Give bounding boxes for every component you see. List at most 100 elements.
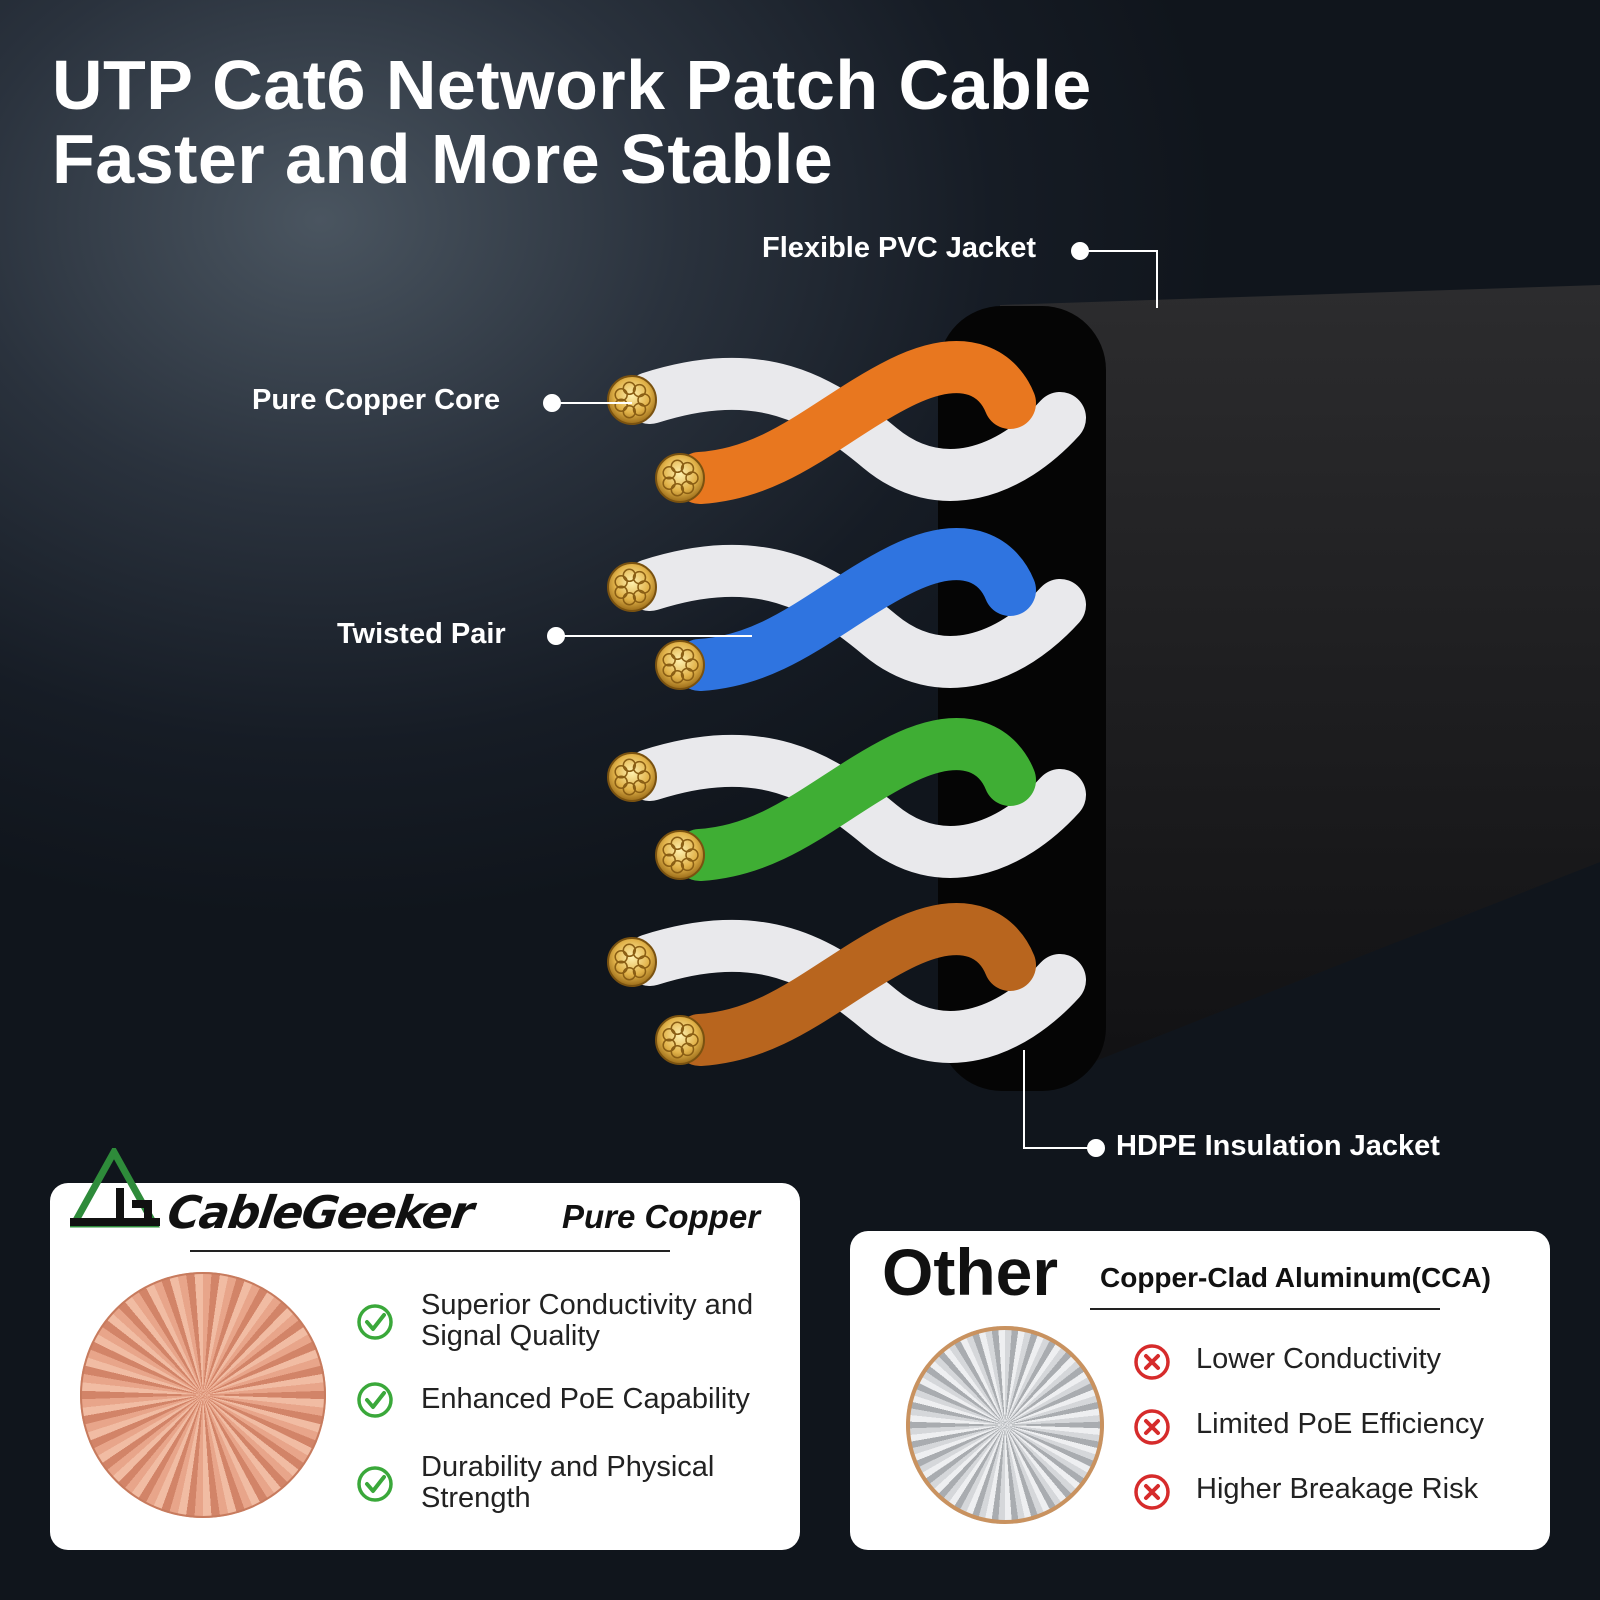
- copper-core: [655, 830, 705, 880]
- white-wire: [624, 544, 1086, 688]
- copper-feature-1-line1: Superior Conductivity and: [421, 1289, 754, 1321]
- copper-strand: [680, 667, 695, 682]
- copper-strand: [632, 760, 647, 775]
- copper-strand: [670, 646, 685, 661]
- check-circle-icon: [355, 1302, 395, 1347]
- copper-strand: [680, 1023, 695, 1038]
- cca-feature-1: Lower Conductivity: [1196, 1343, 1441, 1375]
- copper-strand: [614, 950, 628, 964]
- white-wire: [624, 357, 1086, 501]
- check-circle-icon: [355, 1380, 395, 1425]
- copper-core: [655, 640, 705, 690]
- copper-strand: [680, 648, 695, 663]
- copper-core: [655, 1015, 705, 1065]
- copper-strand: [680, 1042, 695, 1057]
- x-circle-icon: [1132, 1407, 1172, 1452]
- pure-copper-subtitle: Pure Copper: [562, 1198, 761, 1235]
- copper-strand: [622, 781, 637, 796]
- colored-wire: [674, 341, 1036, 504]
- copper-feature-3-line2: Strength: [421, 1482, 531, 1514]
- copper-strand: [632, 964, 647, 979]
- cca-underline: [1090, 1308, 1440, 1310]
- copper-strand: [622, 591, 637, 606]
- twisted-pair-3: [607, 718, 1086, 881]
- copper-strand: [670, 1044, 685, 1059]
- jacket-end-face: [938, 306, 1106, 1091]
- copper-strand: [614, 388, 628, 402]
- copper-strand: [680, 461, 695, 476]
- cca-disc: [906, 1326, 1104, 1524]
- copper-strand: [632, 779, 647, 794]
- pvc-jacket: [1000, 285, 1600, 1085]
- copper-strand: [632, 383, 647, 398]
- copper-core: [607, 752, 657, 802]
- copper-strand: [662, 843, 676, 857]
- cca-feature-2: Limited PoE Efficiency: [1196, 1408, 1484, 1440]
- x-circle-icon: [1132, 1342, 1172, 1387]
- cablegeeker-logo-icon: [70, 1148, 160, 1228]
- white-wire: [624, 734, 1086, 878]
- copper-feature-2: Enhanced PoE Capability: [421, 1384, 750, 1415]
- copper-core: [607, 937, 657, 987]
- copper-strand: [680, 480, 695, 495]
- copper-strand: [614, 575, 628, 589]
- pure-copper-underline: [190, 1250, 670, 1252]
- copper-strand: [614, 765, 628, 779]
- copper-strand: [670, 836, 685, 851]
- copper-strand: [670, 669, 685, 684]
- cca-subtitle: Copper-Clad Aluminum(CCA): [1100, 1262, 1491, 1293]
- copper-strand: [622, 758, 637, 773]
- cable-cross-section-illustration: [607, 285, 1600, 1091]
- cca-feature-3: Higher Breakage Risk: [1196, 1473, 1479, 1505]
- copper-strand: [670, 1021, 685, 1036]
- copper-strand: [622, 381, 637, 396]
- copper-strand: [662, 853, 676, 867]
- copper-feature-2-line1: Enhanced PoE Capability: [421, 1383, 750, 1415]
- colored-wire: [674, 528, 1036, 691]
- copper-strand: [622, 943, 637, 958]
- copper-strand: [614, 960, 628, 974]
- white-wire: [624, 919, 1086, 1063]
- copper-strand: [670, 459, 685, 474]
- copper-strand: [680, 838, 695, 853]
- copper-strand: [662, 476, 676, 490]
- colored-wire: [674, 718, 1036, 881]
- callout-pure-copper-core: Pure Copper Core: [252, 384, 501, 416]
- copper-feature-3-line1: Durability and Physical: [421, 1451, 715, 1483]
- copper-strand: [670, 482, 685, 497]
- title-line-2: Faster and More Stable: [52, 120, 834, 198]
- copper-strand: [662, 1028, 676, 1042]
- copper-strand: [632, 589, 647, 604]
- copper-strand: [614, 398, 628, 412]
- copper-feature-1-line2: Signal Quality: [421, 1320, 600, 1352]
- copper-core: [607, 562, 657, 612]
- copper-strand: [662, 653, 676, 667]
- title-line-1: UTP Cat6 Network Patch Cable: [52, 46, 1092, 124]
- copper-strand: [680, 857, 695, 872]
- x-circle-icon: [1132, 1472, 1172, 1517]
- copper-strand: [662, 1038, 676, 1052]
- copper-strand: [632, 402, 647, 417]
- page-title: UTP Cat6 Network Patch Cable Faster and …: [52, 48, 1092, 196]
- check-circle-icon: [355, 1464, 395, 1509]
- copper-strand: [622, 966, 637, 981]
- brand-name: CableGeeker: [164, 1186, 476, 1239]
- callout-hdpe-insulation: HDPE Insulation Jacket: [1116, 1130, 1440, 1162]
- copper-core: [607, 375, 657, 425]
- twisted-pair-4: [607, 903, 1086, 1066]
- copper-strand: [632, 570, 647, 585]
- twisted-pair-2: [607, 528, 1086, 691]
- copper-strand: [662, 663, 676, 677]
- copper-strand: [662, 466, 676, 480]
- copper-strand: [632, 945, 647, 960]
- colored-wire: [674, 903, 1036, 1066]
- pure-copper-disc: [80, 1272, 326, 1518]
- callout-pvc-jacket: Flexible PVC Jacket: [762, 232, 1037, 264]
- copper-strand: [622, 404, 637, 419]
- copper-strand: [614, 585, 628, 599]
- other-title: Other: [882, 1235, 1059, 1309]
- copper-core: [655, 453, 705, 503]
- copper-strand: [614, 775, 628, 789]
